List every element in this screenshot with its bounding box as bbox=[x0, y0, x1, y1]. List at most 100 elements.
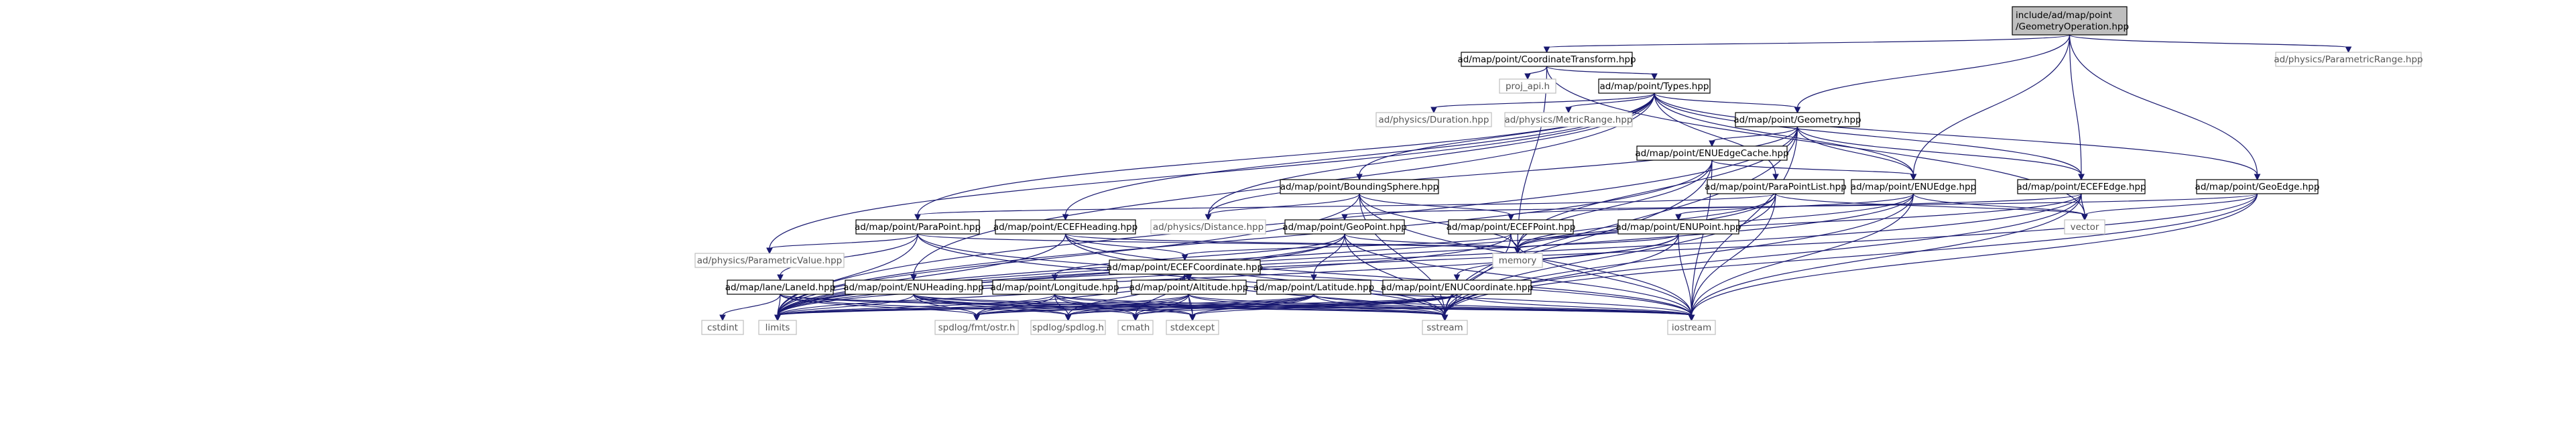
node-label: include/ad/map/point bbox=[2016, 10, 2112, 21]
header-file-node[interactable]: ad/map/point/ECEFPoint.hpp bbox=[1447, 219, 1576, 235]
header-file-node[interactable]: ad/map/point/Types.hpp bbox=[1598, 78, 1711, 94]
edge-line bbox=[777, 294, 781, 316]
edge-arrowhead bbox=[1310, 274, 1317, 282]
edge-line bbox=[1064, 233, 1693, 316]
dependency-edge bbox=[1546, 66, 1658, 80]
edge-line bbox=[1444, 233, 1512, 316]
node-box bbox=[1280, 179, 1439, 194]
edge-line bbox=[917, 193, 1776, 216]
external-header-node: sstream bbox=[1422, 320, 1468, 335]
external-header-node: limits bbox=[758, 320, 797, 335]
edge-line bbox=[1796, 126, 2082, 176]
node-box bbox=[701, 320, 744, 335]
edge-line bbox=[1456, 294, 1693, 316]
node-box bbox=[1492, 253, 1543, 268]
header-file-node[interactable]: ad/map/point/GeoEdge.hpp bbox=[2195, 179, 2320, 194]
edge-line bbox=[1188, 294, 1693, 316]
node-box bbox=[694, 253, 845, 268]
node-box bbox=[1284, 219, 1405, 235]
edge-arrowhead bbox=[2081, 214, 2088, 221]
external-header-node: ad/physics/Distance.hpp bbox=[1150, 219, 1266, 235]
node-box bbox=[1109, 259, 1261, 275]
header-file-node[interactable]: ad/map/point/ECEFHeading.hpp bbox=[993, 219, 1138, 235]
edge-line bbox=[2084, 193, 2258, 216]
header-file-node[interactable]: ad/map/point/ENUHeading.hpp bbox=[843, 279, 984, 295]
dependency-edge bbox=[1341, 193, 2258, 221]
graph-edges bbox=[719, 34, 2352, 322]
dependency-edge bbox=[1062, 92, 1655, 221]
edge-line bbox=[2069, 34, 2349, 48]
node-label: ad/map/point/GeoEdge.hpp bbox=[2195, 182, 2320, 192]
header-file-node[interactable]: ad/map/point/ENUCoordinate.hpp bbox=[1381, 279, 1533, 295]
dependency-edge bbox=[1064, 233, 1188, 261]
header-file-node[interactable]: ad/map/point/ECEFEdge.hpp bbox=[2016, 179, 2146, 194]
edge-line bbox=[1568, 92, 1655, 109]
dependency-edge bbox=[777, 233, 918, 282]
header-file-node[interactable]: ad/map/point/GeoPoint.hpp bbox=[1282, 219, 1407, 235]
dependency-edge bbox=[914, 193, 1776, 221]
dependency-edge bbox=[1514, 233, 1679, 255]
header-file-node[interactable]: ad/map/point/Altitude.hpp bbox=[1129, 279, 1249, 295]
node-box bbox=[1598, 78, 1711, 94]
dependency-edge bbox=[774, 294, 1458, 322]
edge-arrowhead bbox=[1910, 174, 1917, 181]
edge-line bbox=[777, 160, 1713, 316]
header-file-node[interactable]: ad/map/point/Latitude.hpp bbox=[1253, 279, 1374, 295]
node-box bbox=[758, 320, 797, 335]
node-label: /GeometryOperation.hpp bbox=[2016, 21, 2129, 32]
external-header-node: memory bbox=[1492, 253, 1543, 268]
node-label: stdexcept bbox=[1170, 322, 1215, 333]
edge-line bbox=[1517, 193, 2082, 249]
node-box bbox=[1499, 78, 1556, 94]
dependency-edge bbox=[766, 233, 918, 255]
node-label: ad/physics/Distance.hpp bbox=[1153, 222, 1264, 233]
header-file-node[interactable]: ad/map/point/Geometry.hpp bbox=[1733, 112, 1861, 127]
node-label: proj_api.h bbox=[1506, 81, 1550, 92]
edge-line bbox=[769, 233, 918, 249]
header-file-node[interactable]: ad/map/point/ParaPointList.hpp bbox=[1705, 179, 1847, 194]
header-file-node[interactable]: ad/map/point/ENUPoint.hpp bbox=[1616, 219, 1741, 235]
dependency-edge bbox=[1359, 193, 1514, 221]
node-box bbox=[1707, 179, 1845, 194]
edge-arrowhead bbox=[766, 247, 773, 255]
header-file-node[interactable]: ad/map/point/ENUEdge.hpp bbox=[1851, 179, 1976, 194]
edge-line bbox=[1135, 294, 1190, 316]
header-file-node[interactable]: ad/map/point/CoordinateTransform.hpp bbox=[1457, 52, 1636, 67]
dependency-edge bbox=[1711, 160, 1917, 181]
header-file-node[interactable]: ad/map/lane/LaneId.hpp bbox=[725, 279, 836, 295]
header-file-node[interactable]: ad/map/point/ENUEdgeCache.hpp bbox=[1635, 145, 1789, 161]
edge-line bbox=[1192, 294, 1458, 316]
edge-arrowhead bbox=[1675, 214, 1682, 221]
node-label: ad/map/point/ENUEdge.hpp bbox=[1851, 182, 1976, 192]
node-box bbox=[1636, 145, 1788, 161]
edge-line bbox=[777, 233, 918, 316]
edge-line bbox=[1207, 126, 1798, 216]
node-box bbox=[1166, 320, 1219, 335]
header-file-node[interactable]: ad/map/point/ParaPoint.hpp bbox=[855, 219, 981, 235]
edge-line bbox=[1313, 294, 1446, 316]
edge-arrowhead bbox=[1514, 247, 1521, 255]
dependency-edge bbox=[1796, 126, 2085, 181]
node-box bbox=[1617, 219, 1739, 235]
dependency-edge bbox=[2069, 34, 2085, 181]
dependency-edge bbox=[1189, 294, 1458, 322]
header-file-node[interactable]: ad/map/point/BoundingSphere.hpp bbox=[1280, 179, 1439, 194]
edge-line bbox=[1691, 193, 2082, 316]
node-box bbox=[1448, 219, 1574, 235]
header-file-node[interactable]: ad/map/point/Longitude.hpp bbox=[990, 279, 1119, 295]
edge-line bbox=[780, 233, 918, 276]
dependency-edge bbox=[1688, 193, 1776, 322]
dependency-edge bbox=[1524, 66, 1548, 80]
external-header-node: ad/physics/ParametricValue.hpp bbox=[694, 253, 845, 268]
dependency-edge bbox=[1654, 92, 1801, 114]
node-box bbox=[1461, 52, 1633, 67]
dependency-edge bbox=[1654, 92, 2085, 181]
header-file-node[interactable]: ad/map/point/ECEFCoordinate.hpp bbox=[1107, 259, 1263, 275]
dependency-edge bbox=[1794, 34, 2071, 114]
dependency-edge bbox=[1430, 92, 1655, 114]
edge-line bbox=[913, 294, 1446, 316]
dependency-edge bbox=[1132, 294, 1458, 322]
edge-arrowhead bbox=[1651, 73, 1658, 80]
edge-line bbox=[1184, 233, 1512, 256]
